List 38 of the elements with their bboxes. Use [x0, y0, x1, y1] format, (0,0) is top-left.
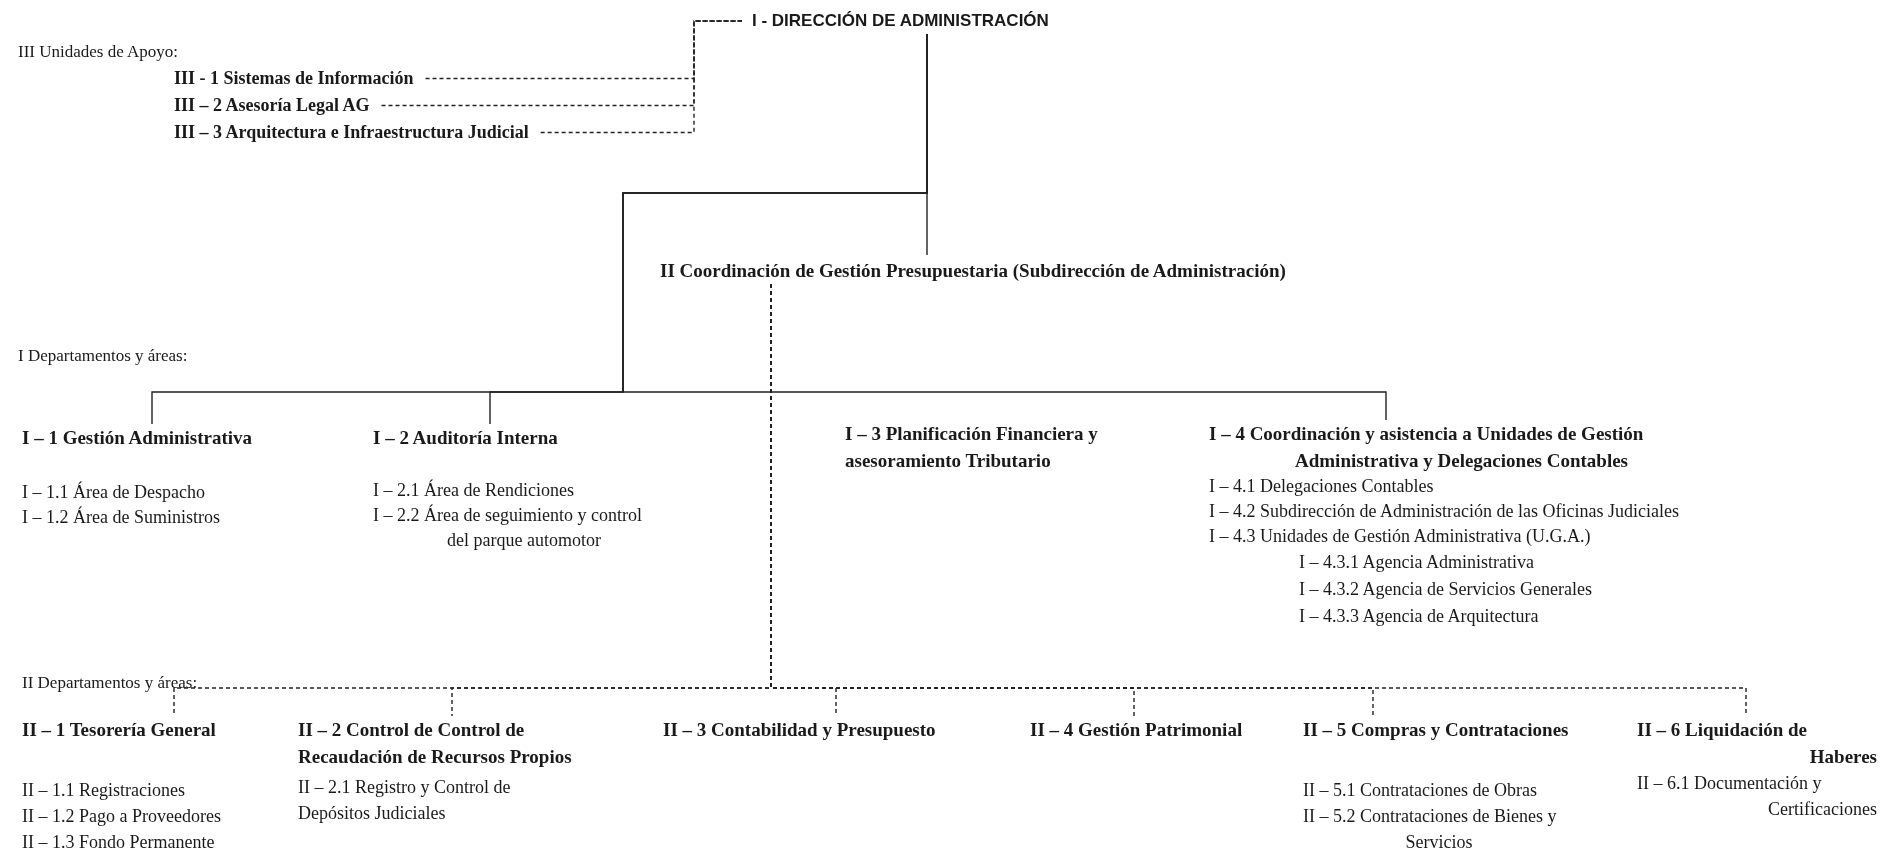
department-heading: II – 3 Contabilidad y Presupuesto	[663, 716, 936, 743]
agency-item: I – 4.3.2 Agencia de Servicios Generales	[1299, 578, 1593, 601]
connector-line	[622, 33, 1387, 421]
section-label: III Unidades de Apoyo:	[18, 41, 179, 63]
area-item: I – 4.3 Unidades de Gestión Administrativa (U.G.A.)	[1209, 525, 1592, 548]
area-item: I – 2.2 Área de seguimiento y control del parque automotor	[373, 503, 643, 552]
department-heading: II – 4 Gestión Patrimonial	[1030, 716, 1243, 743]
area-item: II – 5.2 Contrataciones de Bienes y Servicios	[1303, 805, 1558, 851]
area-item: II – 2.1 Registro y Control de Depósitos Judiciales	[298, 776, 512, 825]
area-item: I – 1.1 Área de Despacho	[22, 480, 206, 504]
agency-item: I – 4.3.3 Agencia de Arquitectura	[1299, 605, 1540, 628]
agency-item: I – 4.3.1 Agencia Administrativa	[1299, 551, 1535, 574]
department-heading: I – 4 Coordinación y asistencia a Unidades de Gestión Administrativa y Delegaciones Contables	[1209, 422, 1645, 473]
department-heading: II – 1 Tesorería General	[22, 718, 217, 742]
unit-name: III - 1 Sistemas de Información	[174, 65, 414, 92]
department-heading: II – 6 Liquidación de Haberes	[1637, 718, 1877, 769]
area-item: I – 2.1 Área de Rendiciones	[373, 478, 575, 502]
area-item: I – 1.2 Área de Suministros	[22, 505, 221, 529]
connector-line	[539, 20, 743, 134]
connector-line	[380, 20, 743, 107]
unit-name: III – 2 Asesoría Legal AG	[174, 92, 370, 119]
department-heading: I – 1 Gestión Administrativa	[22, 426, 254, 450]
area-item: II – 6.1 Documentación y Certificaciones	[1637, 772, 1877, 821]
area-item: II – 1.1 Registraciones	[22, 779, 186, 802]
section-label: I Departamentos y áreas:	[18, 345, 188, 367]
department-heading: II – 2 Control de Control de Recaudación de Recursos Propios	[298, 718, 573, 769]
area-item: II – 1.2 Pago a Proveedores	[22, 805, 222, 828]
directorate-title: I - DIRECCIÓN DE ADMINISTRACIÓN	[752, 8, 1049, 34]
area-item: I – 4.1 Delegaciones Contables	[1209, 475, 1435, 498]
section-label: II Departamentos y áreas:	[22, 672, 198, 694]
unit-name: III – 3 Arquitectura e Infraestructura Judicial	[174, 119, 529, 146]
department-heading: I – 2 Auditoría Interna	[373, 426, 559, 450]
coordination-title: II Coordinación de Gestión Presupuestaria (Subdirección de Administración)	[660, 257, 1286, 284]
department-heading: I – 3 Planificación Financiera y asesoramiento Tributario	[845, 420, 1115, 474]
department-heading: II – 5 Compras y Contrataciones	[1303, 718, 1570, 742]
area-item: I – 4.2 Subdirección de Administración de las Oficinas Judiciales	[1209, 500, 1680, 523]
area-item: II – 1.3 Fondo Permanente	[22, 831, 216, 851]
area-item: II – 5.1 Contrataciones de Obras	[1303, 779, 1538, 802]
